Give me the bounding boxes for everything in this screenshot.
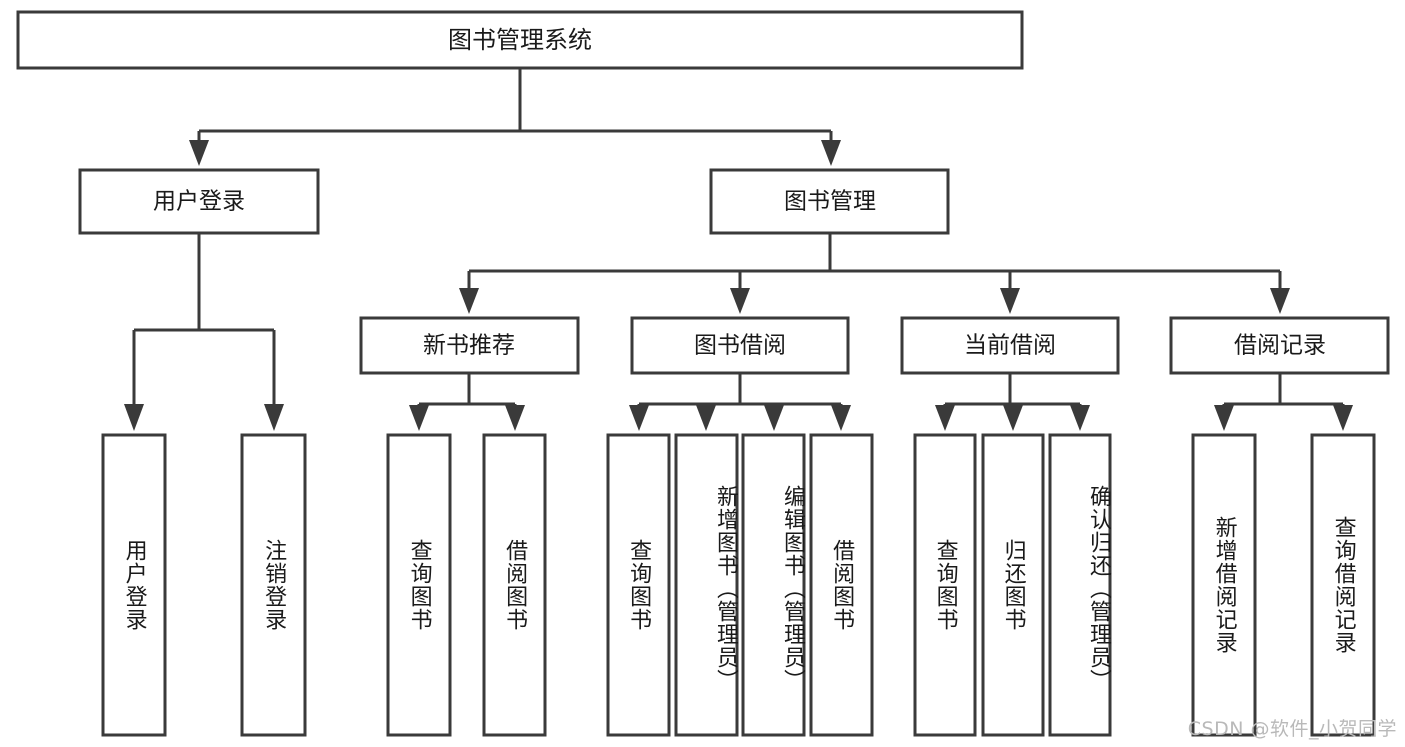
node-book-borrow[interactable]: 图书借阅 xyxy=(630,316,850,375)
leaf-rect-borrow-book-1[interactable] xyxy=(482,433,547,737)
arrow-head-icon xyxy=(1070,405,1090,431)
arrow-head-icon xyxy=(629,405,649,431)
node-user-login-rect[interactable] xyxy=(78,168,320,235)
watermark-text: CSDN @软件_小贺同学 xyxy=(1187,718,1397,740)
leaf-rect-borrow-book-2[interactable] xyxy=(809,433,874,737)
connector-group-user-login xyxy=(124,233,284,431)
leaf-rect-query-book-1[interactable] xyxy=(386,433,452,737)
node-book-manage[interactable]: 图书管理 xyxy=(709,168,950,235)
arrow-head-icon xyxy=(821,140,841,166)
leaf-rect-confirm-return[interactable] xyxy=(1048,433,1112,737)
arrow-head-icon xyxy=(1333,405,1353,431)
connector-group-root xyxy=(189,68,841,166)
node-root-rect[interactable] xyxy=(16,10,1024,70)
leaf-rect-group xyxy=(101,433,1376,737)
arrow-head-icon xyxy=(459,288,479,314)
connector-group-new-book xyxy=(409,373,525,431)
arrow-head-icon xyxy=(264,404,284,431)
node-current-borrow-rect[interactable] xyxy=(900,316,1120,375)
node-user-login[interactable]: 用户登录 xyxy=(78,168,320,235)
arrow-head-icon xyxy=(935,405,955,431)
node-book-manage-label: 图书管理 xyxy=(784,189,876,215)
node-new-book-recommend-label: 新书推荐 xyxy=(423,333,515,359)
leaf-rect-edit-book-admin[interactable] xyxy=(741,433,806,737)
node-root-label: 图书管理系统 xyxy=(448,26,592,54)
connector-group-book-manage xyxy=(459,233,1290,314)
arrow-head-icon xyxy=(124,404,144,431)
node-book-borrow-label: 图书借阅 xyxy=(694,333,786,359)
node-book-manage-rect[interactable] xyxy=(709,168,950,235)
node-user-login-label: 用户登录 xyxy=(153,189,245,215)
arrow-head-icon xyxy=(764,405,784,431)
node-borrow-record-rect[interactable] xyxy=(1169,316,1390,375)
node-borrow-record-label: 借阅记录 xyxy=(1234,333,1326,359)
arrow-head-icon xyxy=(730,288,750,314)
leaf-rect-query-book-2[interactable] xyxy=(606,433,671,737)
connector-group-book-borrow xyxy=(629,373,851,431)
node-current-borrow[interactable]: 当前借阅 xyxy=(900,316,1120,375)
arrow-head-icon xyxy=(696,405,716,431)
leaf-rect-logout-login[interactable] xyxy=(240,433,307,737)
arrow-head-icon xyxy=(409,405,429,431)
arrow-head-icon xyxy=(1270,288,1290,314)
leaf-rect-user-login[interactable] xyxy=(101,433,167,737)
arrow-head-icon xyxy=(1214,405,1234,431)
arrow-head-icon xyxy=(189,140,209,166)
leaf-rect-query-book-3[interactable] xyxy=(913,433,977,737)
arrow-head-icon xyxy=(1000,288,1020,314)
arrow-head-icon xyxy=(505,405,525,431)
node-current-borrow-label: 当前借阅 xyxy=(964,333,1056,359)
arrow-head-icon xyxy=(831,405,851,431)
leaf-rect-query-record[interactable] xyxy=(1310,433,1376,737)
node-borrow-record[interactable]: 借阅记录 xyxy=(1169,316,1390,375)
node-book-borrow-rect[interactable] xyxy=(630,316,850,375)
node-root[interactable]: 图书管理系统 xyxy=(16,10,1024,70)
node-new-book-recommend[interactable]: 新书推荐 xyxy=(359,316,580,375)
arrow-head-icon xyxy=(1003,405,1023,431)
leaf-rect-return-book[interactable] xyxy=(981,433,1045,737)
leaf-rect-add-record[interactable] xyxy=(1191,433,1257,737)
leaf-rect-add-book-admin[interactable] xyxy=(674,433,739,737)
connector-group-borrow-record xyxy=(1214,373,1353,431)
connector-group-current-borrow xyxy=(935,373,1090,431)
node-new-book-recommend-rect[interactable] xyxy=(359,316,580,375)
